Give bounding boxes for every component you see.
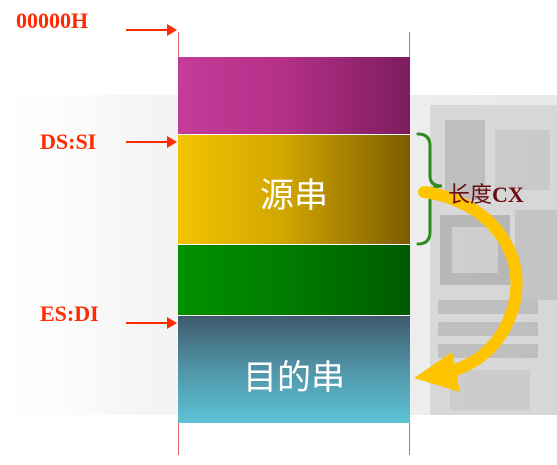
dest-string-label: 目的串 bbox=[243, 358, 345, 398]
memory-block-top bbox=[178, 57, 410, 134]
dest-string-block: 目的串 bbox=[178, 315, 410, 423]
length-cx-label: 长度CX bbox=[448, 177, 524, 209]
copy-flow-arrowhead-icon bbox=[414, 352, 460, 392]
length-register: CX bbox=[492, 182, 524, 207]
source-pointer-arrow bbox=[126, 136, 177, 148]
source-string-label: 源串 bbox=[260, 176, 328, 216]
source-pointer-label: DS:SI bbox=[40, 129, 97, 154]
length-brace-icon bbox=[416, 132, 443, 246]
length-prefix: 长度 bbox=[448, 182, 493, 207]
copy-flow-arrow-icon bbox=[418, 186, 523, 378]
dest-pointer-arrow bbox=[126, 317, 177, 329]
base-address-arrow bbox=[126, 24, 177, 36]
base-address-label: 00000H bbox=[16, 8, 89, 33]
memory-block-gap bbox=[178, 244, 410, 315]
source-string-block: 源串 bbox=[178, 134, 410, 244]
dest-pointer-label: ES:DI bbox=[40, 301, 99, 326]
